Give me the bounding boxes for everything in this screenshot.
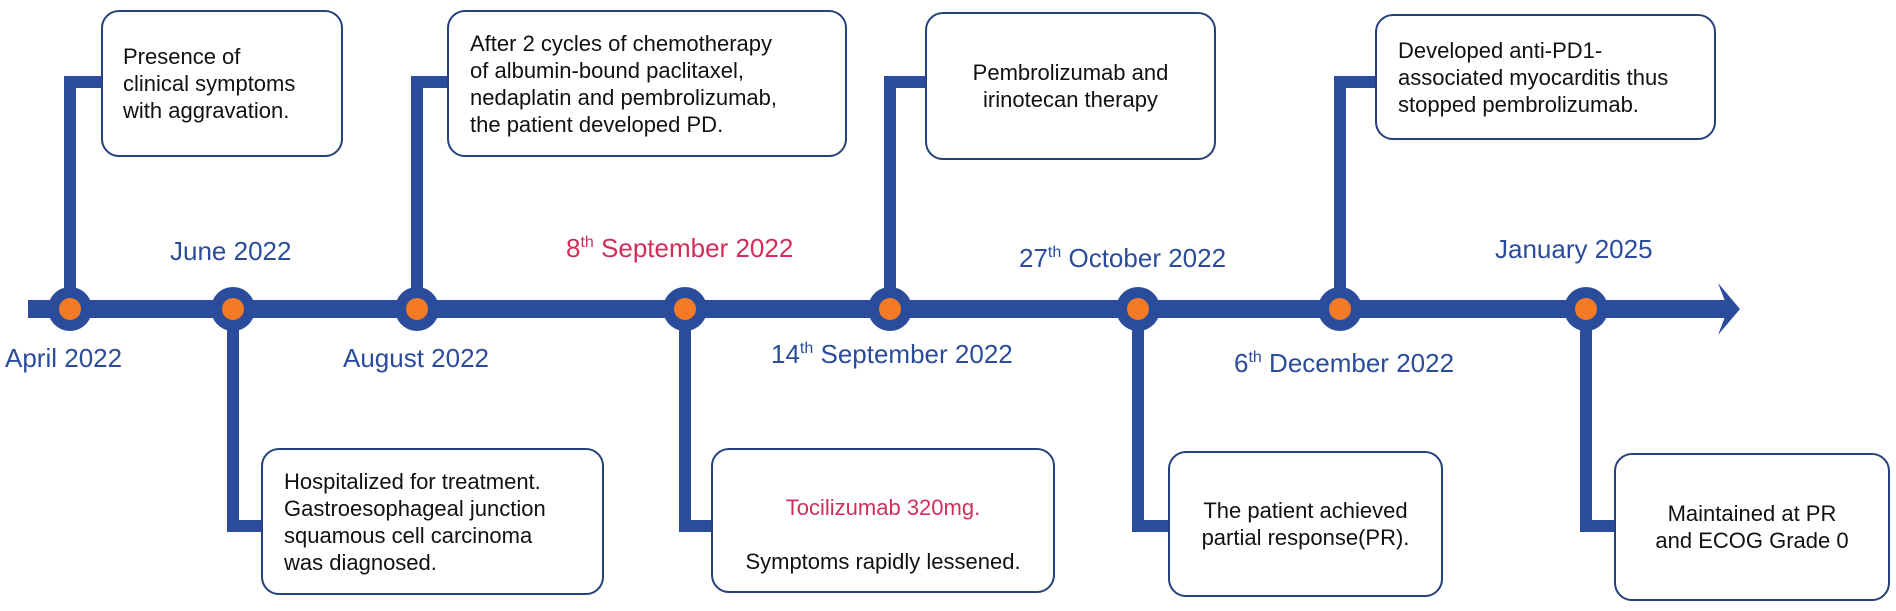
event-box-april-2022: Presence of clinical symptoms with aggra… [101,10,343,157]
event-box-6th-december-2022: Developed anti-PD1- associated myocardit… [1375,14,1716,140]
date-label-april-2022: April 2022 [5,343,123,373]
event-text-27th-october-2022: The patient achieved partial response(PR… [1201,498,1410,550]
event-box-8th-september-2022: Tocilizumab 320mg. Symptoms rapidly less… [711,448,1055,593]
connector-vertical-4 [884,76,896,309]
milestone-dot-3 [674,298,696,320]
event-text-14th-september-2022: Pembrolizumab and irinotecan therapy [972,60,1169,112]
milestone-dot-7 [1575,298,1597,320]
connector-vertical-5 [1132,309,1144,532]
date-label-27th-october-2022: 27th October 2022 [1019,243,1227,273]
milestone-dot-4 [879,298,901,320]
connector-horizontal-2 [411,76,447,88]
date-label-august-2022: August 2022 [343,343,490,373]
connector-horizontal-7 [1580,520,1614,532]
event-box-june-2022: Hospitalized for treatment. Gastroesopha… [261,448,604,595]
connector-vertical-7 [1580,309,1592,532]
event-text-8th-september-2022: Tocilizumab 320mg. Symptoms rapidly less… [745,494,1021,574]
timeline-arrowhead [1718,283,1740,335]
tocilizumab-dose-text: Tocilizumab 320mg. [785,494,981,520]
connector-horizontal-1 [227,520,261,532]
milestone-dot-2 [406,298,428,320]
date-label-14th-september-2022: 14th September 2022 [771,339,1013,369]
event-text-january-2025: Maintained at PR and ECOG Grade 0 [1655,501,1849,553]
event-text-april-2022: Presence of clinical symptoms with aggra… [123,44,296,123]
connector-horizontal-5 [1132,520,1168,532]
date-label-8th-september-2022: 8th September 2022 [566,233,794,263]
connector-vertical-0 [64,76,76,309]
event-box-14th-september-2022: Pembrolizumab and irinotecan therapy [925,12,1216,160]
date-label-6th-december-2022: 6th December 2022 [1234,348,1455,378]
connector-vertical-2 [411,76,423,309]
date-label-june-2022: June 2022 [170,236,292,266]
connector-horizontal-3 [679,520,711,532]
event-box-27th-october-2022: The patient achieved partial response(PR… [1168,451,1443,597]
event-box-august-2022: After 2 cycles of chemotherapy of albumi… [447,10,847,157]
connector-vertical-6 [1334,76,1346,309]
date-label-january-2025: January 2025 [1495,234,1653,264]
connector-horizontal-0 [64,76,101,88]
event-text-6th-december-2022: Developed anti-PD1- associated myocardit… [1398,37,1669,117]
milestone-dot-6 [1329,298,1351,320]
milestone-dot-5 [1127,298,1149,320]
connector-vertical-1 [227,309,239,532]
connector-horizontal-6 [1334,76,1375,88]
event-text-june-2022: Hospitalized for treatment. Gastroesopha… [284,468,546,575]
connector-horizontal-4 [884,76,925,88]
event-box-january-2025: Maintained at PR and ECOG Grade 0 [1614,453,1890,601]
event-text-august-2022: After 2 cycles of chemotherapy of albumi… [470,30,777,137]
connector-vertical-3 [679,309,691,532]
milestone-dot-1 [222,298,244,320]
milestone-dot-0 [59,298,81,320]
